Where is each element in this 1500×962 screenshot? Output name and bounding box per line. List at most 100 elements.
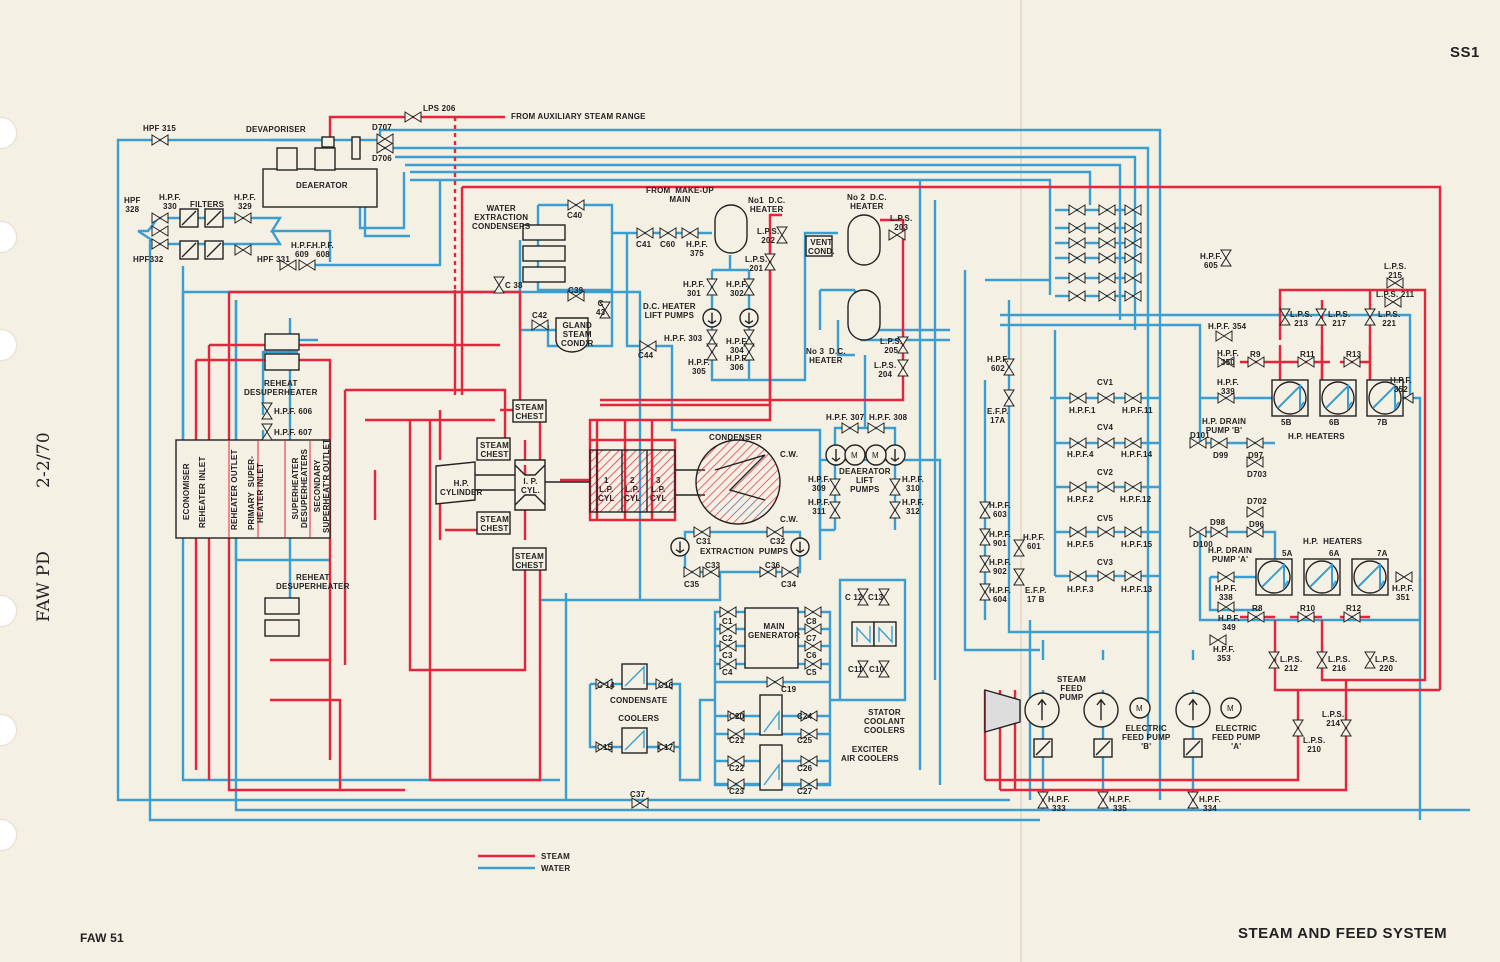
valve-icon[interactable] — [829, 478, 841, 496]
valve-icon[interactable] — [1220, 249, 1232, 267]
valve-icon[interactable] — [829, 501, 841, 519]
valve-icon[interactable] — [766, 526, 784, 538]
valve-icon[interactable] — [889, 478, 901, 496]
valve-icon[interactable] — [804, 658, 822, 670]
valve-icon[interactable] — [804, 623, 822, 635]
valve-icon[interactable] — [1215, 330, 1233, 342]
valve-icon[interactable] — [979, 555, 991, 573]
valve-icon[interactable] — [657, 741, 675, 753]
valve-icon[interactable] — [897, 359, 909, 377]
valve-icon[interactable] — [493, 276, 505, 294]
valve-icon[interactable] — [1124, 526, 1142, 538]
valve-icon[interactable] — [1037, 791, 1049, 809]
valve-icon[interactable] — [1097, 526, 1115, 538]
valve-icon[interactable] — [1013, 568, 1025, 586]
valve-icon[interactable] — [1124, 437, 1142, 449]
valve-icon[interactable] — [1386, 277, 1404, 289]
valve-icon[interactable] — [800, 710, 818, 722]
valve-icon[interactable] — [727, 755, 745, 767]
valve-icon[interactable] — [1364, 308, 1376, 326]
valve-icon[interactable] — [727, 710, 745, 722]
valve-icon[interactable] — [800, 755, 818, 767]
valve-icon[interactable] — [841, 422, 859, 434]
valve-icon[interactable] — [1068, 204, 1086, 216]
valve-icon[interactable] — [1246, 506, 1264, 518]
valve-icon[interactable] — [279, 259, 297, 271]
valve-icon[interactable] — [1068, 272, 1086, 284]
valve-icon[interactable] — [151, 238, 169, 250]
valve-icon[interactable] — [376, 133, 394, 145]
valve-icon[interactable] — [693, 526, 711, 538]
valve-icon[interactable] — [702, 566, 720, 578]
valve-icon[interactable] — [1124, 222, 1142, 234]
valve-icon[interactable] — [804, 606, 822, 618]
valve-icon[interactable] — [1364, 651, 1376, 669]
valve-icon[interactable] — [781, 566, 799, 578]
valve-icon[interactable] — [567, 290, 585, 302]
valve-icon[interactable] — [766, 676, 784, 688]
valve-icon[interactable] — [888, 229, 906, 241]
valve-icon[interactable] — [979, 583, 991, 601]
valve-icon[interactable] — [298, 259, 316, 271]
valve-icon[interactable] — [1246, 456, 1264, 468]
valve-icon[interactable] — [567, 199, 585, 211]
valve-icon[interactable] — [1247, 356, 1265, 368]
valve-icon[interactable] — [743, 343, 755, 361]
valve-icon[interactable] — [706, 329, 718, 347]
valve-icon[interactable] — [867, 422, 885, 434]
valve-icon[interactable] — [759, 566, 777, 578]
valve-icon[interactable] — [719, 640, 737, 652]
valve-icon[interactable] — [719, 623, 737, 635]
valve-icon[interactable] — [599, 301, 611, 319]
valve-icon[interactable] — [1209, 634, 1227, 646]
valve-icon[interactable] — [1069, 437, 1087, 449]
valve-icon[interactable] — [897, 336, 909, 354]
valve-icon[interactable] — [1098, 252, 1116, 264]
valve-icon[interactable] — [719, 606, 737, 618]
valve-icon[interactable] — [1343, 356, 1361, 368]
valve-icon[interactable] — [1124, 204, 1142, 216]
valve-icon[interactable] — [776, 226, 788, 244]
valve-icon[interactable] — [1124, 570, 1142, 582]
valve-icon[interactable] — [659, 227, 677, 239]
valve-icon[interactable] — [1187, 791, 1199, 809]
valve-icon[interactable] — [151, 134, 169, 146]
valve-icon[interactable] — [1217, 571, 1235, 583]
valve-icon[interactable] — [234, 244, 252, 256]
valve-icon[interactable] — [1297, 611, 1315, 623]
valve-icon[interactable] — [1210, 526, 1228, 538]
valve-icon[interactable] — [979, 501, 991, 519]
valve-icon[interactable] — [1097, 791, 1109, 809]
valve-icon[interactable] — [1297, 356, 1315, 368]
valve-icon[interactable] — [1343, 611, 1361, 623]
valve-icon[interactable] — [764, 253, 776, 271]
valve-icon[interactable] — [727, 778, 745, 790]
valve-icon[interactable] — [681, 227, 699, 239]
valve-icon[interactable] — [1098, 290, 1116, 302]
valve-icon[interactable] — [1068, 252, 1086, 264]
valve-icon[interactable] — [1340, 719, 1352, 737]
valve-icon[interactable] — [595, 678, 613, 690]
valve-icon[interactable] — [800, 728, 818, 740]
valve-icon[interactable] — [1098, 204, 1116, 216]
valve-icon[interactable] — [706, 343, 718, 361]
valve-icon[interactable] — [979, 528, 991, 546]
valve-icon[interactable] — [639, 340, 657, 352]
valve-icon[interactable] — [1124, 272, 1142, 284]
valve-icon[interactable] — [1068, 222, 1086, 234]
valve-icon[interactable] — [1246, 526, 1264, 538]
valve-icon[interactable] — [1124, 237, 1142, 249]
valve-icon[interactable] — [1246, 437, 1264, 449]
valve-icon[interactable] — [727, 728, 745, 740]
valve-icon[interactable] — [404, 111, 422, 123]
valve-icon[interactable] — [1395, 571, 1413, 583]
valve-icon[interactable] — [857, 660, 869, 678]
valve-icon[interactable] — [1279, 308, 1291, 326]
valve-icon[interactable] — [1124, 392, 1142, 404]
valve-icon[interactable] — [1097, 570, 1115, 582]
valve-icon[interactable] — [1069, 481, 1087, 493]
valve-icon[interactable] — [1384, 296, 1402, 308]
valve-icon[interactable] — [1098, 237, 1116, 249]
valve-icon[interactable] — [1124, 290, 1142, 302]
valve-icon[interactable] — [804, 640, 822, 652]
